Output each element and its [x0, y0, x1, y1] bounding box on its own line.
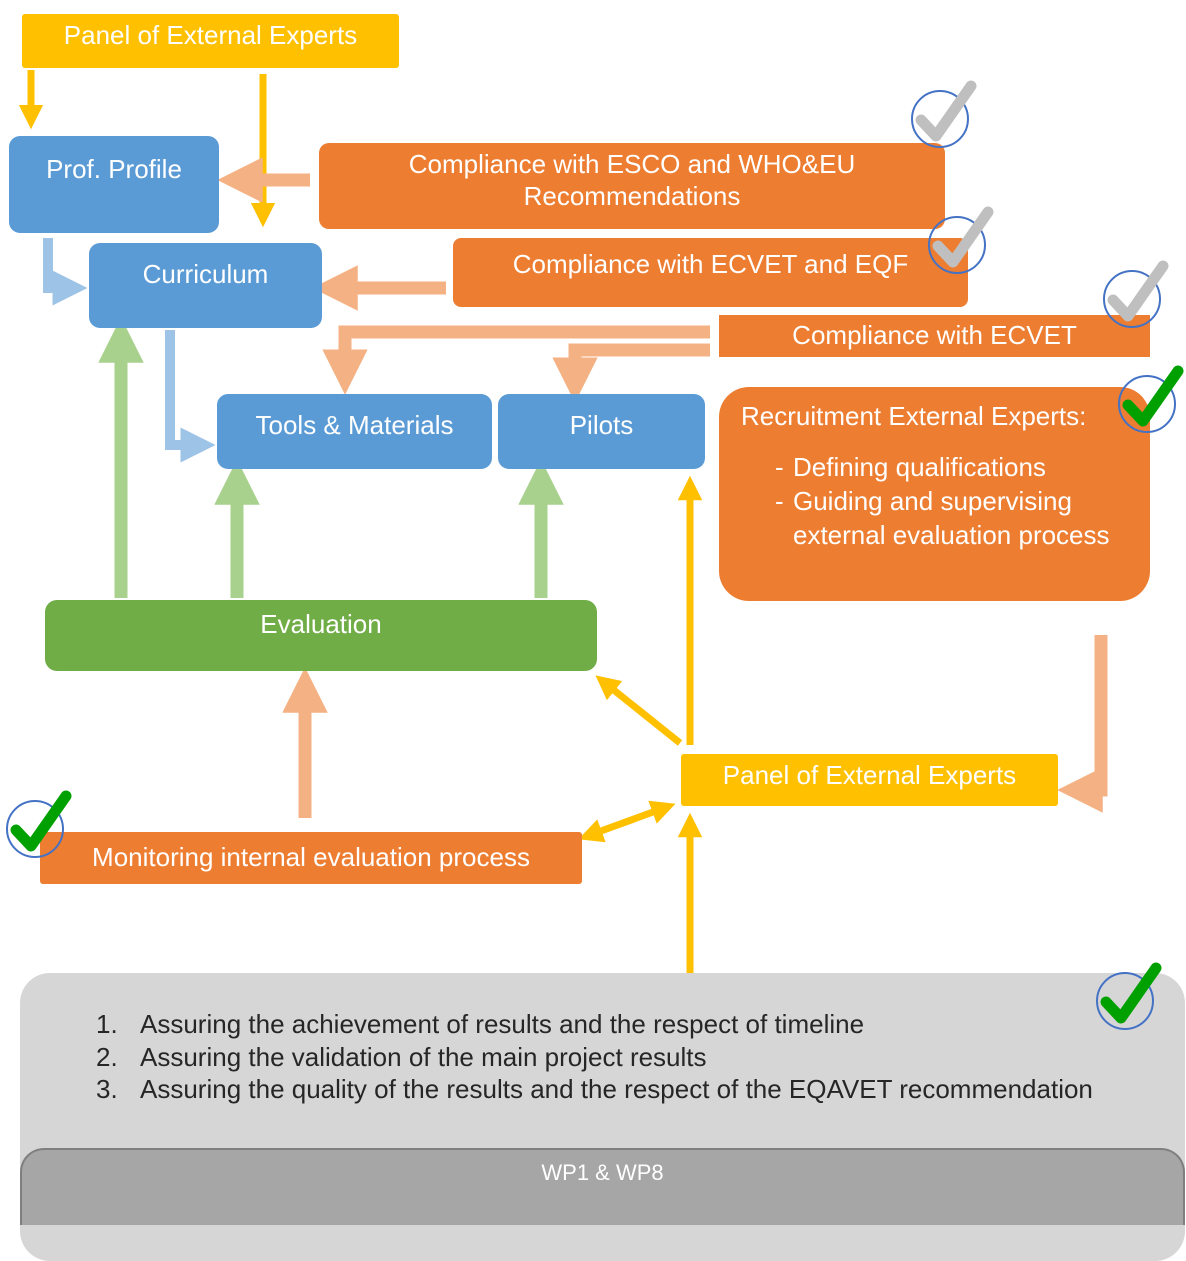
goal-item: 2. Assuring the validation of the main pr…: [96, 1041, 1174, 1074]
goal-text: Assuring the achievement of results and …: [140, 1009, 865, 1039]
recruitment-item: Defining qualifications: [775, 451, 1130, 485]
arrow-ecvet-to-tools: [322, 325, 710, 395]
pilots-box: Pilots: [498, 394, 705, 469]
tools-materials-box: Tools & Materials: [217, 394, 492, 469]
goals-list: 1. Assuring the achievement of results an…: [96, 1008, 1174, 1106]
check-icon-grey: [926, 206, 996, 276]
check-icon-green: [1094, 962, 1164, 1032]
prof-profile-box: Prof. Profile: [9, 136, 219, 233]
goal-item: 1. Assuring the achievement of results an…: [96, 1008, 1174, 1041]
goal-number: 2.: [96, 1041, 118, 1072]
panel-external-experts-top: Panel of External Experts: [22, 14, 399, 68]
connector-arrows: [18, 70, 1108, 998]
check-icon-green: [1116, 365, 1186, 435]
panel-external-experts-mid: Panel of External Experts: [681, 754, 1058, 806]
arrow-ecvet-to-pilots: [552, 343, 710, 403]
goal-text: Assuring the quality of the results and …: [140, 1074, 1093, 1104]
arrow-recruitment-to-panel: [1057, 635, 1108, 813]
compliance-esco-box: Compliance with ESCO and WHO&EU Recommen…: [319, 143, 945, 229]
arrow-curriculum-to-tools: [165, 330, 216, 463]
wp-footer-label: WP1 & WP8: [541, 1160, 664, 1185]
check-icon-green: [4, 790, 74, 860]
recruitment-list: Defining qualifications Guiding and supe…: [775, 451, 1130, 552]
monitoring-box: Monitoring internal evaluation process: [40, 832, 582, 884]
compliance-ecvet-eqf-box: Compliance with ECVET and EQF: [453, 238, 968, 307]
goal-text: Assuring the validation of the main proj…: [140, 1041, 707, 1072]
compliance-ecvet-box: Compliance with ECVET: [719, 315, 1150, 357]
goal-item: 3. Assuring the quality of the results an…: [96, 1073, 1174, 1106]
arrow-profile-to-curriculum: [43, 238, 88, 306]
goal-number: 1.: [96, 1009, 118, 1039]
recruitment-box: Recruitment External Experts: Defining q…: [719, 387, 1150, 601]
arrow-panel-to-evaluation: [595, 675, 683, 746]
check-icon-grey: [909, 80, 979, 150]
wp-footer-panel: WP1 & WP8: [20, 1148, 1185, 1225]
arrow-panel-monitoring: [578, 800, 676, 843]
goal-number: 3.: [96, 1074, 118, 1104]
check-icon-grey: [1101, 260, 1171, 330]
evaluation-box: Evaluation: [45, 600, 597, 671]
recruitment-item: Guiding and supervising external evaluat…: [775, 485, 1130, 553]
curriculum-box: Curriculum: [89, 243, 322, 328]
recruitment-title: Recruitment External Experts:: [741, 401, 1087, 431]
